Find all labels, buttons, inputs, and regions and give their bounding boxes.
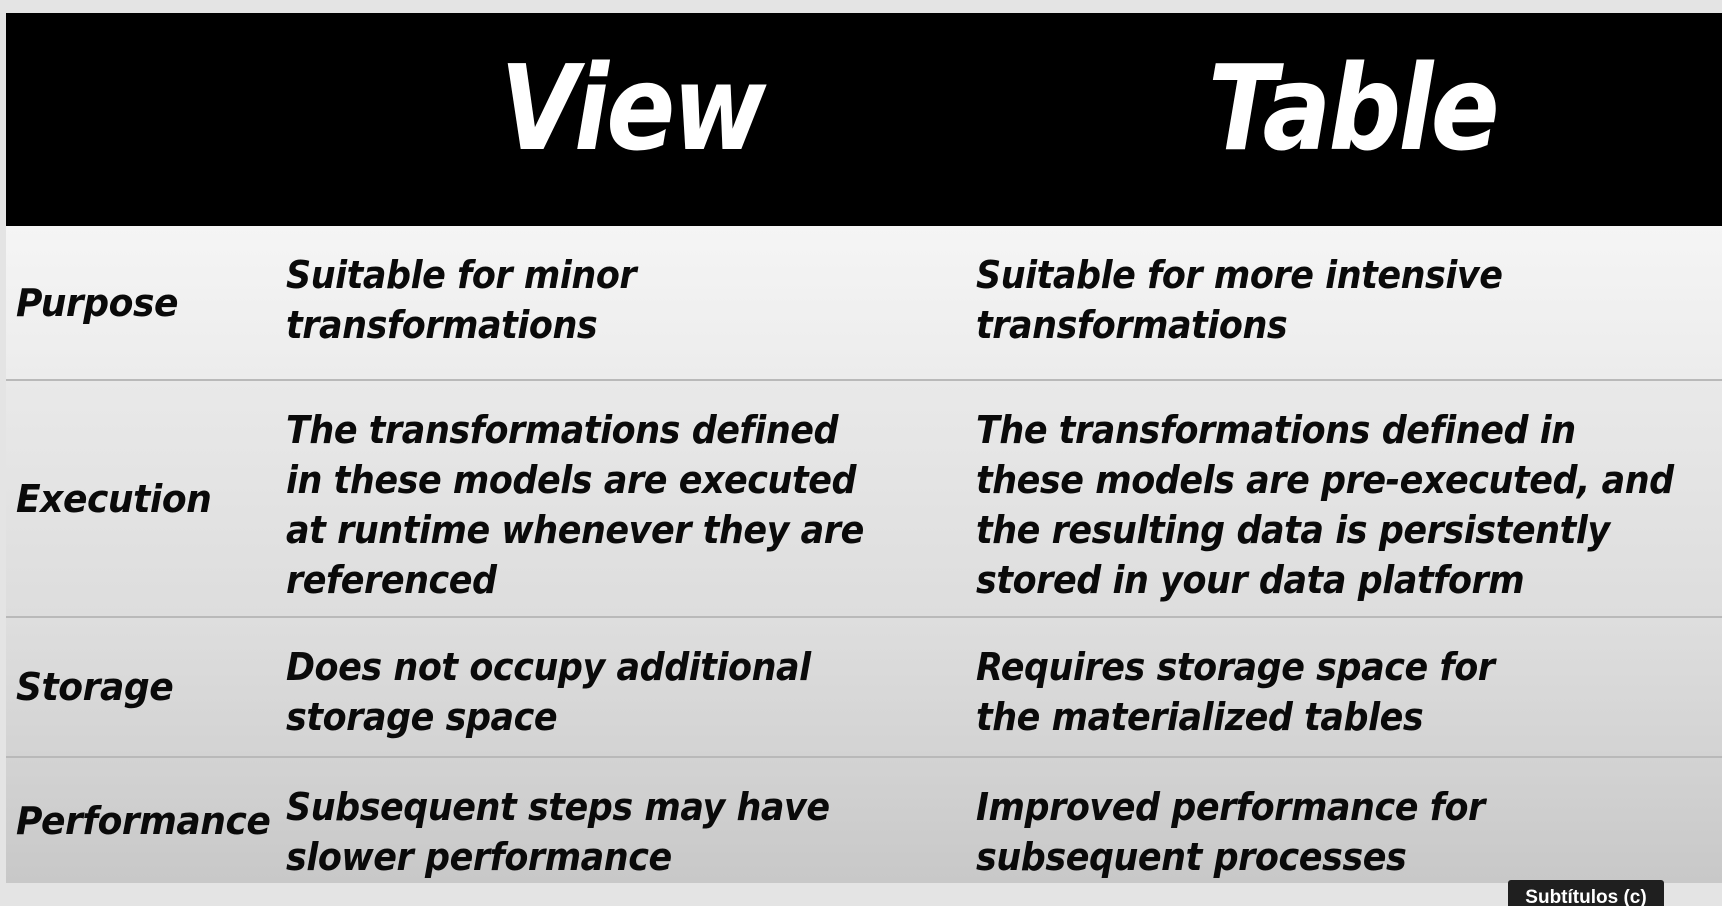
row-purpose: Purpose Suitable for minor transformatio… (6, 226, 1722, 379)
comparison-slide: View Table Purpose Suitable for minor tr… (6, 13, 1722, 883)
table-header: View Table (6, 13, 1722, 226)
table-cell: Requires storage space for the materiali… (976, 645, 1495, 739)
view-cell: Suitable for minor transformations (286, 253, 637, 347)
row-label: Execution (16, 476, 212, 521)
header-table: Table (1208, 39, 1500, 177)
table-cell: Improved performance for subsequent proc… (976, 785, 1485, 879)
table-cell: Suitable for more intensive transformati… (976, 253, 1503, 347)
view-cell: Does not occupy additional storage space (286, 645, 811, 739)
view-cell: Subsequent steps may have slower perform… (286, 785, 830, 879)
row-label: Purpose (16, 280, 178, 325)
row-execution: Execution The transformations defined in… (6, 379, 1722, 616)
row-label: Storage (16, 665, 174, 709)
table-cell: The transformations defined in these mod… (976, 408, 1674, 602)
subtitles-button[interactable]: Subtítulos (c) (1508, 880, 1664, 906)
row-performance: Performance Subsequent steps may have sl… (6, 756, 1722, 883)
header-view: View (500, 39, 766, 177)
row-storage: Storage Does not occupy additional stora… (6, 616, 1722, 756)
view-cell: The transformations defined in these mod… (286, 408, 864, 602)
row-label: Performance (16, 798, 271, 843)
